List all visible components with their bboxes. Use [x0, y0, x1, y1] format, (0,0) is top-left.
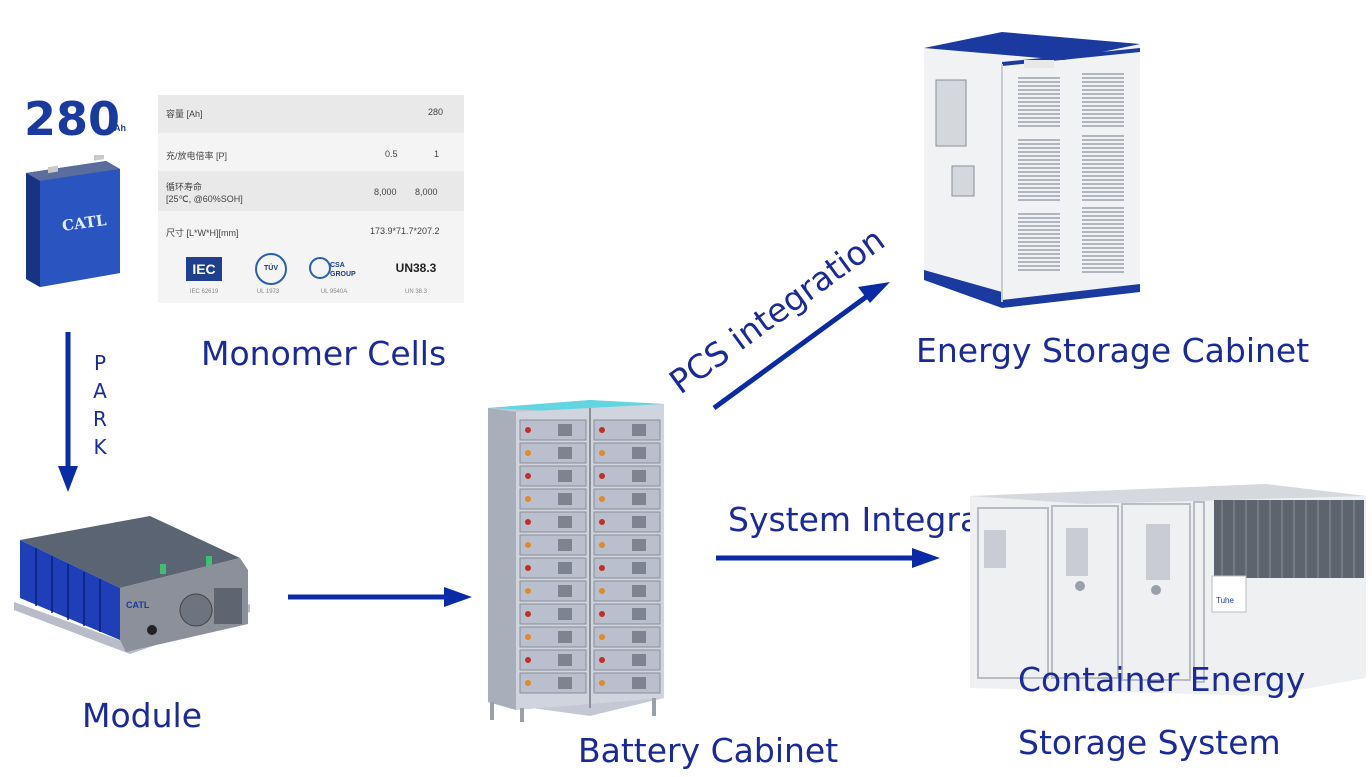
container-image	[970, 484, 1366, 696]
cert-caption: UL 9540A	[320, 289, 348, 295]
arrow-module-to-cabinet	[288, 587, 472, 607]
battery-cabinet-label: Battery Cabinet	[578, 731, 839, 770]
cell-capacity-number: 280	[24, 92, 121, 146]
monomer-cells-label: Monomer Cells	[201, 334, 447, 373]
cert-caption: UL 1973	[256, 289, 280, 295]
spec-value: 8,000	[374, 187, 397, 197]
spec-key: 充/放电倍率 [P]	[166, 151, 228, 161]
spec-key: 尺寸 [L*W*H][mm]	[166, 228, 239, 238]
arrow-cells-to-module	[58, 332, 78, 492]
battery-module-image	[14, 516, 250, 654]
container-badge-logo: Tuhe	[1216, 596, 1234, 605]
cert-caption: UN 38.3	[404, 289, 427, 295]
cert-caption: IEC 62619	[189, 289, 219, 295]
spec-value: 0.5	[385, 149, 398, 159]
csa-logo-icon: CSA GROUP	[330, 262, 356, 278]
cell-spec-table: 容量 [Ah] 280 充/放电倍率 [P] 0.5 1 循环寿命 [25℃, …	[158, 95, 464, 303]
battery-cell-image	[26, 155, 120, 287]
module-label: Module	[82, 696, 202, 735]
spec-key: 容量 [Ah]	[166, 109, 203, 119]
arrow-pcs-integration	[712, 282, 890, 411]
park-letter: P	[93, 351, 107, 375]
energy-storage-cabinet-label: Energy Storage Cabinet	[916, 331, 1310, 370]
tuv-logo-icon: TÜV	[255, 253, 287, 285]
spec-value: 173.9*71.7*207.2	[370, 226, 440, 236]
container-label-line2: Storage System	[1018, 723, 1281, 762]
energy-storage-cabinet-image	[924, 32, 1140, 308]
park-letter: R	[93, 407, 107, 431]
spec-value: 8,000	[415, 187, 438, 197]
park-letter: K	[93, 435, 107, 459]
park-letter: A	[93, 379, 107, 403]
spec-key: 循环寿命 [25℃, @60%SOH]	[166, 182, 243, 204]
spec-value: 1	[434, 149, 440, 159]
csa-circle-icon	[309, 257, 331, 279]
park-label: P A R K	[90, 349, 110, 461]
module-brand-logo: CATL	[126, 600, 150, 610]
arrow-system-integration	[716, 548, 940, 568]
container-label-line1: Container Energy	[1018, 660, 1306, 699]
battery-cabinet-image	[488, 400, 664, 722]
iec-logo-icon: IEC	[186, 257, 222, 281]
cell-capacity-unit: Ah	[114, 123, 126, 133]
spec-value: 280	[428, 107, 444, 117]
un383-logo-icon: UN38.3	[395, 261, 437, 275]
